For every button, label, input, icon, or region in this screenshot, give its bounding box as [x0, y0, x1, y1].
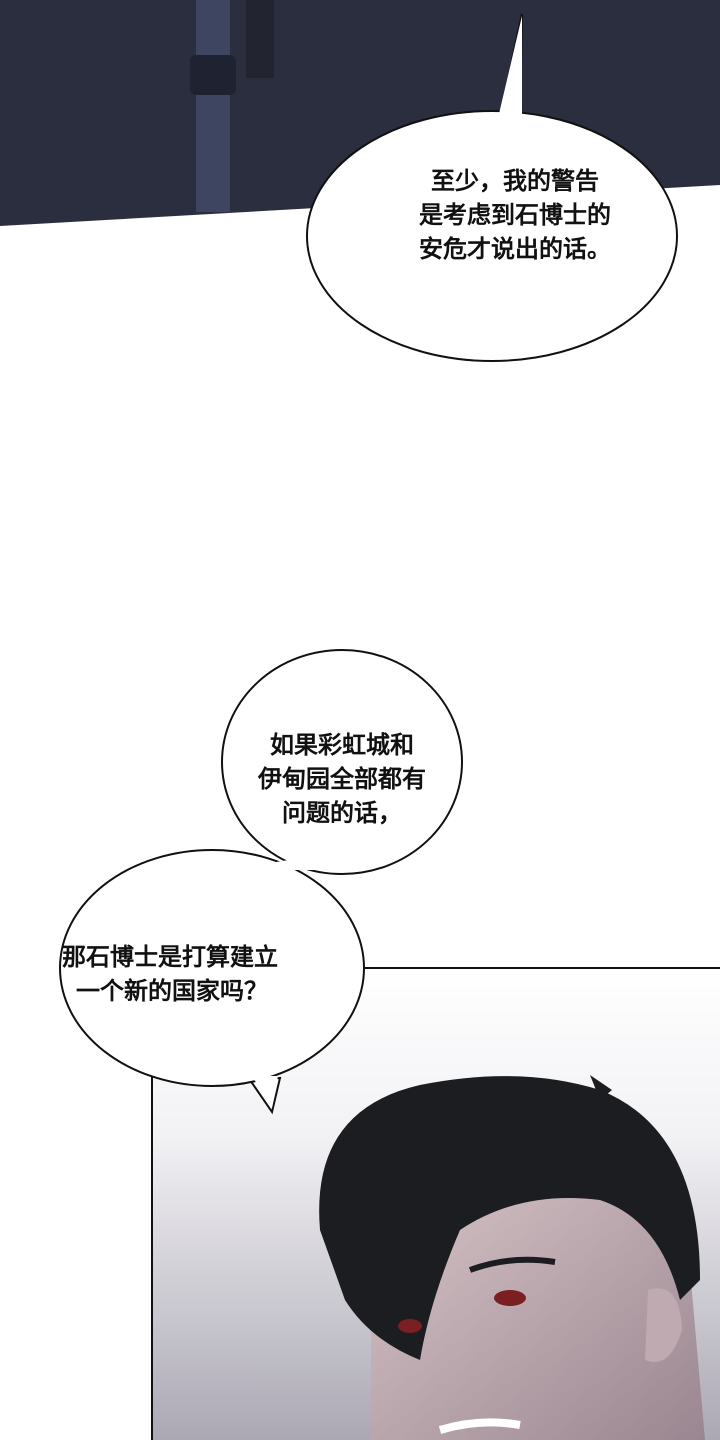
bubble-line: 一个新的国家吗？	[76, 977, 268, 1005]
lamp-pole	[196, 0, 230, 212]
bubble-line: 问题的话，	[282, 799, 402, 827]
bubble-line: 是考虑到石博士的	[419, 201, 611, 229]
bubble-line: 那石博士是打算建立	[62, 943, 278, 971]
bubble-line: 如果彩虹城和	[270, 731, 414, 759]
speech-bubble-1	[306, 13, 678, 362]
bubble-line: 伊甸园全部都有	[258, 765, 426, 793]
bubble-2-text: 如果彩虹城和 伊甸园全部都有 问题的话，	[232, 728, 452, 830]
bubble-3-text: 那石博士是打算建立 一个新的国家吗？	[62, 940, 362, 1008]
bubble-line: 至少，我的警告	[431, 167, 599, 195]
character-illustration	[319, 1075, 705, 1440]
speech-bubble-2	[221, 649, 463, 875]
bubble-line: 安危才说出的话。	[419, 235, 611, 263]
bubble-1-text: 至少，我的警告 是考虑到石博士的 安危才说出的话。	[380, 164, 650, 266]
